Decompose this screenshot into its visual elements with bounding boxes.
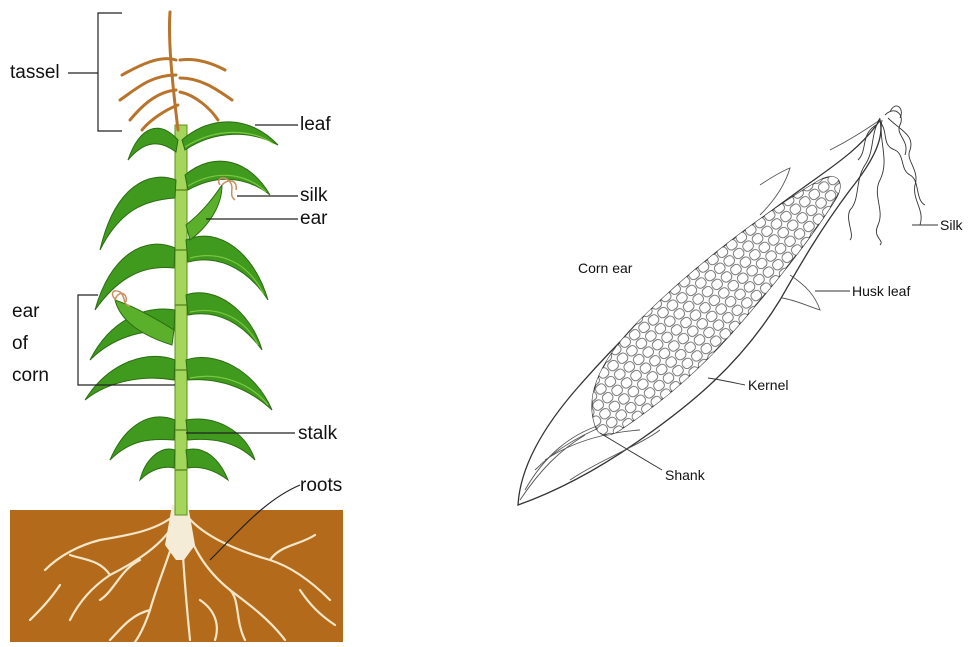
label-ear-of-corn-2: of xyxy=(12,334,28,353)
label-tassel: tassel xyxy=(10,63,60,82)
label-ear-of-corn-3: corn xyxy=(12,366,49,385)
label-kernel: Kernel xyxy=(748,378,788,392)
label-stalk: stalk xyxy=(298,424,337,443)
kernel-pattern xyxy=(580,165,850,445)
label-roots: roots xyxy=(300,476,342,495)
label-leaf: leaf xyxy=(300,115,331,134)
label-ear-of-corn-1: ear xyxy=(12,302,39,321)
label-ear-silk: Silk xyxy=(940,218,963,232)
label-silk: silk xyxy=(300,186,327,205)
corn-ear-drawing xyxy=(518,106,925,505)
ear-silk-drawing xyxy=(849,106,925,245)
tassel-drawing xyxy=(120,12,232,130)
label-ear: ear xyxy=(300,209,327,228)
label-corn-ear: Corn ear xyxy=(578,261,632,275)
label-shank: Shank xyxy=(665,468,705,482)
upper-ear-drawing xyxy=(186,185,222,240)
stalk-drawing xyxy=(175,125,187,515)
label-husk-leaf: Husk leaf xyxy=(852,284,910,298)
